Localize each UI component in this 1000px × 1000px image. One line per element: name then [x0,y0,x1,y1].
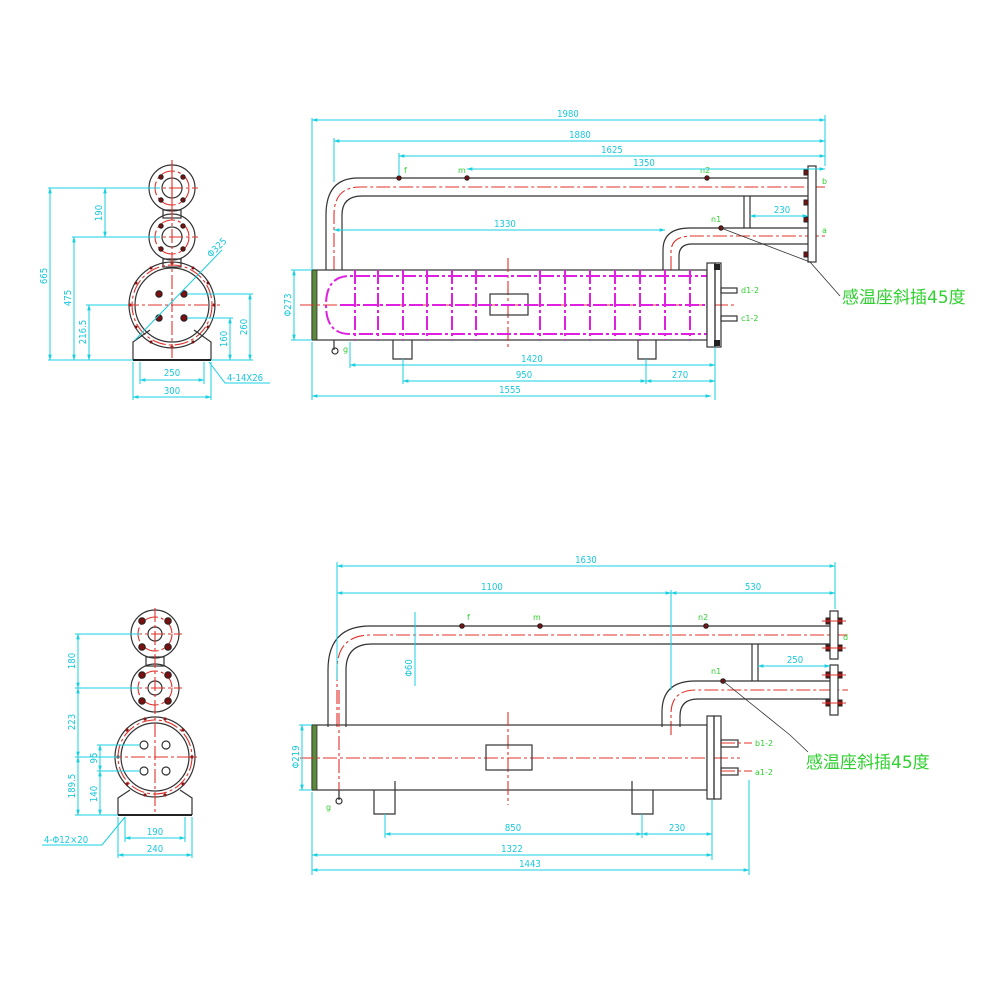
dim-223: 223 [67,714,78,730]
bottom-side-view: 180 223 189.5 95 140 190 240 4-Φ12×20 [42,608,200,858]
dim-95: 95 [89,753,100,764]
bottom-front-view: f m n2 n1 d b1-2 a1-2 g 感温座斜插45度 1630 11… [291,555,930,875]
foot-holes-note: 4-Φ12×20 [44,835,88,846]
dim-1330: 1330 [494,219,516,230]
dim-250: 250 [164,368,180,379]
label-m: m [533,613,541,622]
sensor-note: 感温座斜插45度 [842,288,966,308]
dim-230: 230 [669,823,685,834]
label-d: d [843,633,848,642]
top-side-view: 665 190 475 216.5 260 160 Φ325 250 300 4… [39,160,270,400]
label-n1: n1 [711,667,721,676]
label-d1-2: d1-2 [741,286,759,295]
dim-189-5: 189.5 [67,774,78,798]
dim-230: 230 [774,205,790,216]
dim-1625: 1625 [601,145,623,156]
label-c1-2: c1-2 [741,314,758,323]
dim-1350: 1350 [633,158,655,169]
label-m: m [458,166,466,175]
dim-phi219: Φ219 [291,745,302,768]
dim-300: 300 [164,386,180,397]
dim-140: 140 [89,786,100,802]
dim-850: 850 [505,823,521,834]
label-a1-2: a1-2 [755,768,773,777]
dim-475: 475 [63,290,74,306]
dim-250: 250 [787,655,803,666]
dim-260: 260 [239,319,250,335]
label-f: f [467,613,470,622]
label-g: g [343,345,348,354]
dim-1443: 1443 [519,859,541,870]
label-a: a [822,226,827,235]
dim-phi60: Φ60 [404,659,415,677]
dim-1555: 1555 [499,385,521,396]
dim-530: 530 [745,582,761,593]
dim-1980: 1980 [557,109,579,120]
dim-1100: 1100 [481,582,503,593]
dim-1880: 1880 [569,130,591,141]
dim-950: 950 [516,370,532,381]
label-b: b [822,177,827,186]
sensor-note: 感温座斜插45度 [806,753,930,773]
dim-240: 240 [147,844,163,855]
dim-216-5: 216.5 [78,320,89,344]
label-n1: n1 [711,215,721,224]
top-front-view: f m n2 n1 b a d1-2 c1-2 g [283,109,966,400]
dim-1420: 1420 [521,354,543,365]
dim-190: 190 [94,205,105,221]
dim-phi273: Φ273 [283,293,294,316]
label-g: g [326,803,331,812]
dim-190: 190 [147,827,163,838]
dim-1322: 1322 [501,844,523,855]
foot-holes-note: 4-14X26 [227,373,263,384]
dim-665: 665 [39,268,50,284]
label-f: f [404,166,407,175]
dim-270: 270 [672,370,688,381]
dim-180: 180 [67,653,78,669]
label-b1-2: b1-2 [755,739,773,748]
dim-phi325: Φ325 [205,236,229,260]
label-n2: n2 [698,613,708,622]
dim-160: 160 [219,331,230,347]
label-n2: n2 [700,166,710,175]
dim-1630: 1630 [575,555,597,566]
